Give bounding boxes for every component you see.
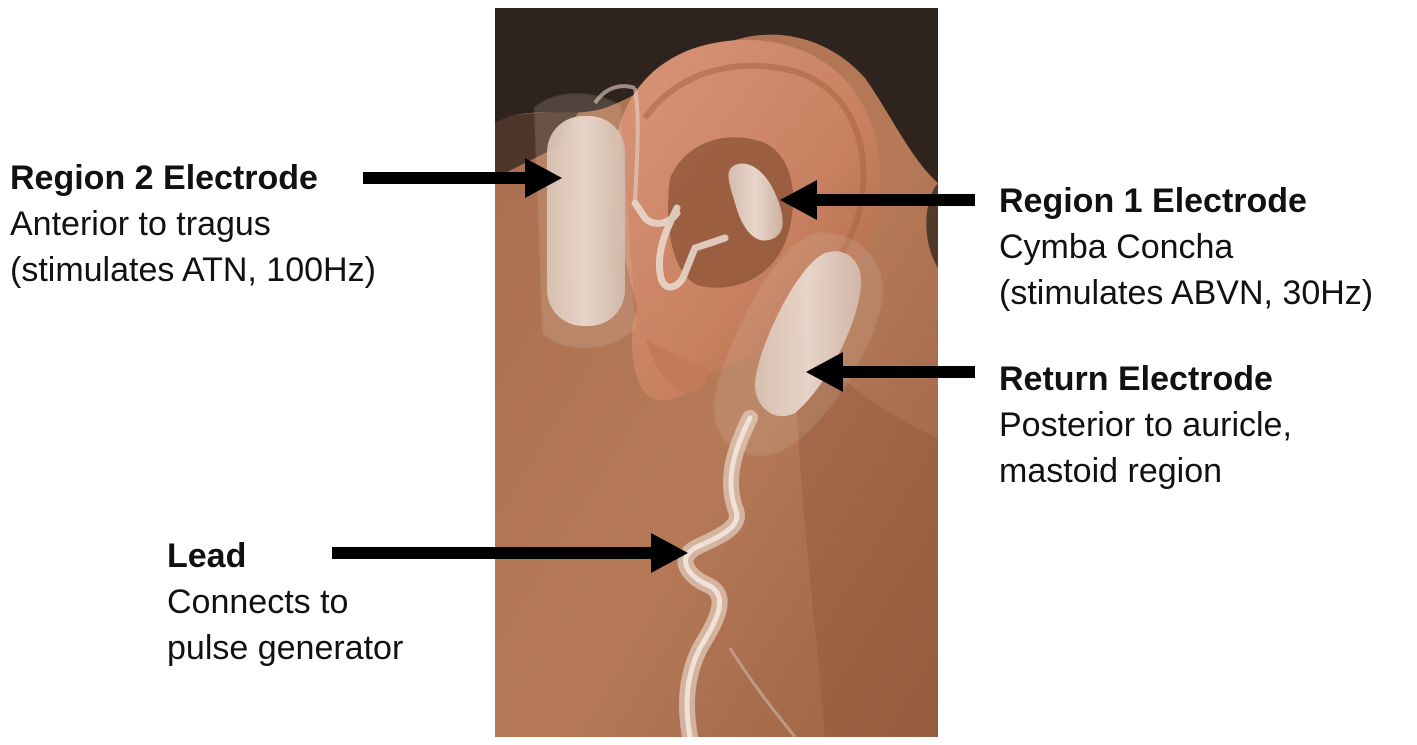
region2-location: Anterior to tragus bbox=[10, 205, 271, 243]
lead-label: Lead Connects to pulse generator bbox=[167, 533, 403, 671]
return-title: Return Electrode bbox=[999, 360, 1273, 398]
return-electrode-label: Return Electrode Posterior to auricle, m… bbox=[999, 356, 1292, 494]
hair bbox=[495, 8, 938, 183]
return-electrode-pad bbox=[754, 251, 862, 417]
lead-title: Lead bbox=[167, 537, 247, 575]
return-backing bbox=[713, 231, 884, 456]
region1-location: Cymba Concha bbox=[999, 228, 1234, 266]
helix-rim bbox=[642, 62, 867, 306]
inner-wire bbox=[631, 199, 729, 291]
region1-electrode-label: Region 1 Electrode Cymba Concha (stimula… bbox=[999, 178, 1373, 316]
neck-shadow bbox=[795, 328, 938, 737]
lead-description-2: pulse generator bbox=[167, 629, 404, 667]
arrow-region2 bbox=[363, 158, 562, 198]
region1-title: Region 1 Electrode bbox=[999, 182, 1307, 220]
region2-stimulation: (stimulates ATN, 100Hz) bbox=[10, 251, 376, 289]
return-location-2: mastoid region bbox=[999, 452, 1223, 490]
region1-electrode-pad bbox=[728, 163, 783, 241]
return-location-1: Posterior to auricle, bbox=[999, 406, 1292, 444]
region1-stimulation: (stimulates ABVN, 30Hz) bbox=[999, 274, 1374, 312]
arrow-return bbox=[806, 352, 975, 392]
region2-electrode-pad bbox=[547, 116, 625, 326]
lead-description-1: Connects to bbox=[167, 583, 349, 621]
upper-wire bbox=[593, 84, 640, 204]
region2-backing bbox=[533, 93, 637, 349]
arrow-lead bbox=[332, 533, 688, 573]
region2-title: Region 2 Electrode bbox=[10, 159, 318, 197]
arrow-region1 bbox=[780, 180, 975, 220]
region2-electrode-label: Region 2 Electrode Anterior to tragus (s… bbox=[10, 155, 376, 293]
earlobe bbox=[645, 338, 708, 393]
